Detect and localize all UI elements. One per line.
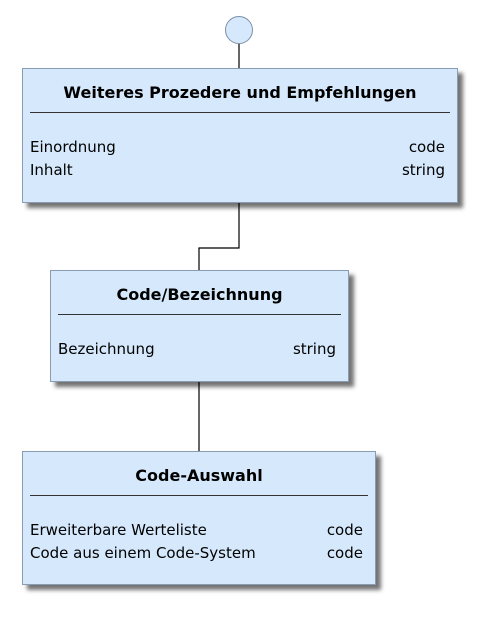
attribute-name: Code aus einem Code-System [30, 544, 256, 562]
attribute-type: code [326, 544, 363, 562]
attribute-type: string [401, 161, 445, 179]
attribute-list: Bezeichnung string [58, 338, 336, 361]
attribute-type: string [292, 340, 336, 358]
class-divider [30, 495, 368, 496]
class-title: Code-Auswahl [135, 466, 263, 485]
class-box-code-bezeichnung[interactable]: Code/Bezeichnung Bezeichnung string [50, 270, 349, 382]
class-title: Weiteres Prozedere und Empfehlungen [63, 83, 417, 102]
attribute-name: Inhalt [30, 161, 73, 179]
attribute-row: Inhalt string [30, 159, 445, 182]
attribute-type: code [408, 138, 445, 156]
attribute-name: Einordnung [30, 138, 116, 156]
attribute-row: Einordnung code [30, 136, 445, 159]
attribute-list: Einordnung code Inhalt string [30, 136, 445, 182]
class-box-weiteres-prozedere[interactable]: Weiteres Prozedere und Empfehlungen Eino… [22, 68, 458, 203]
attribute-row: Bezeichnung string [58, 338, 336, 361]
attribute-name: Bezeichnung [58, 340, 155, 358]
class-divider [30, 112, 450, 113]
attribute-name: Erweiterbare Werteliste [30, 521, 207, 539]
start-node [225, 16, 253, 44]
attribute-type: code [326, 521, 363, 539]
attribute-row: Erweiterbare Werteliste code [30, 519, 363, 542]
attribute-list: Erweiterbare Werteliste code Code aus ei… [30, 519, 363, 565]
class-title: Code/Bezeichnung [116, 285, 283, 304]
class-box-code-auswahl[interactable]: Code-Auswahl Erweiterbare Werteliste cod… [22, 451, 376, 585]
class-divider [58, 314, 341, 315]
connector-procedure-to-code-label [198, 203, 240, 270]
attribute-row: Code aus einem Code-System code [30, 542, 363, 565]
